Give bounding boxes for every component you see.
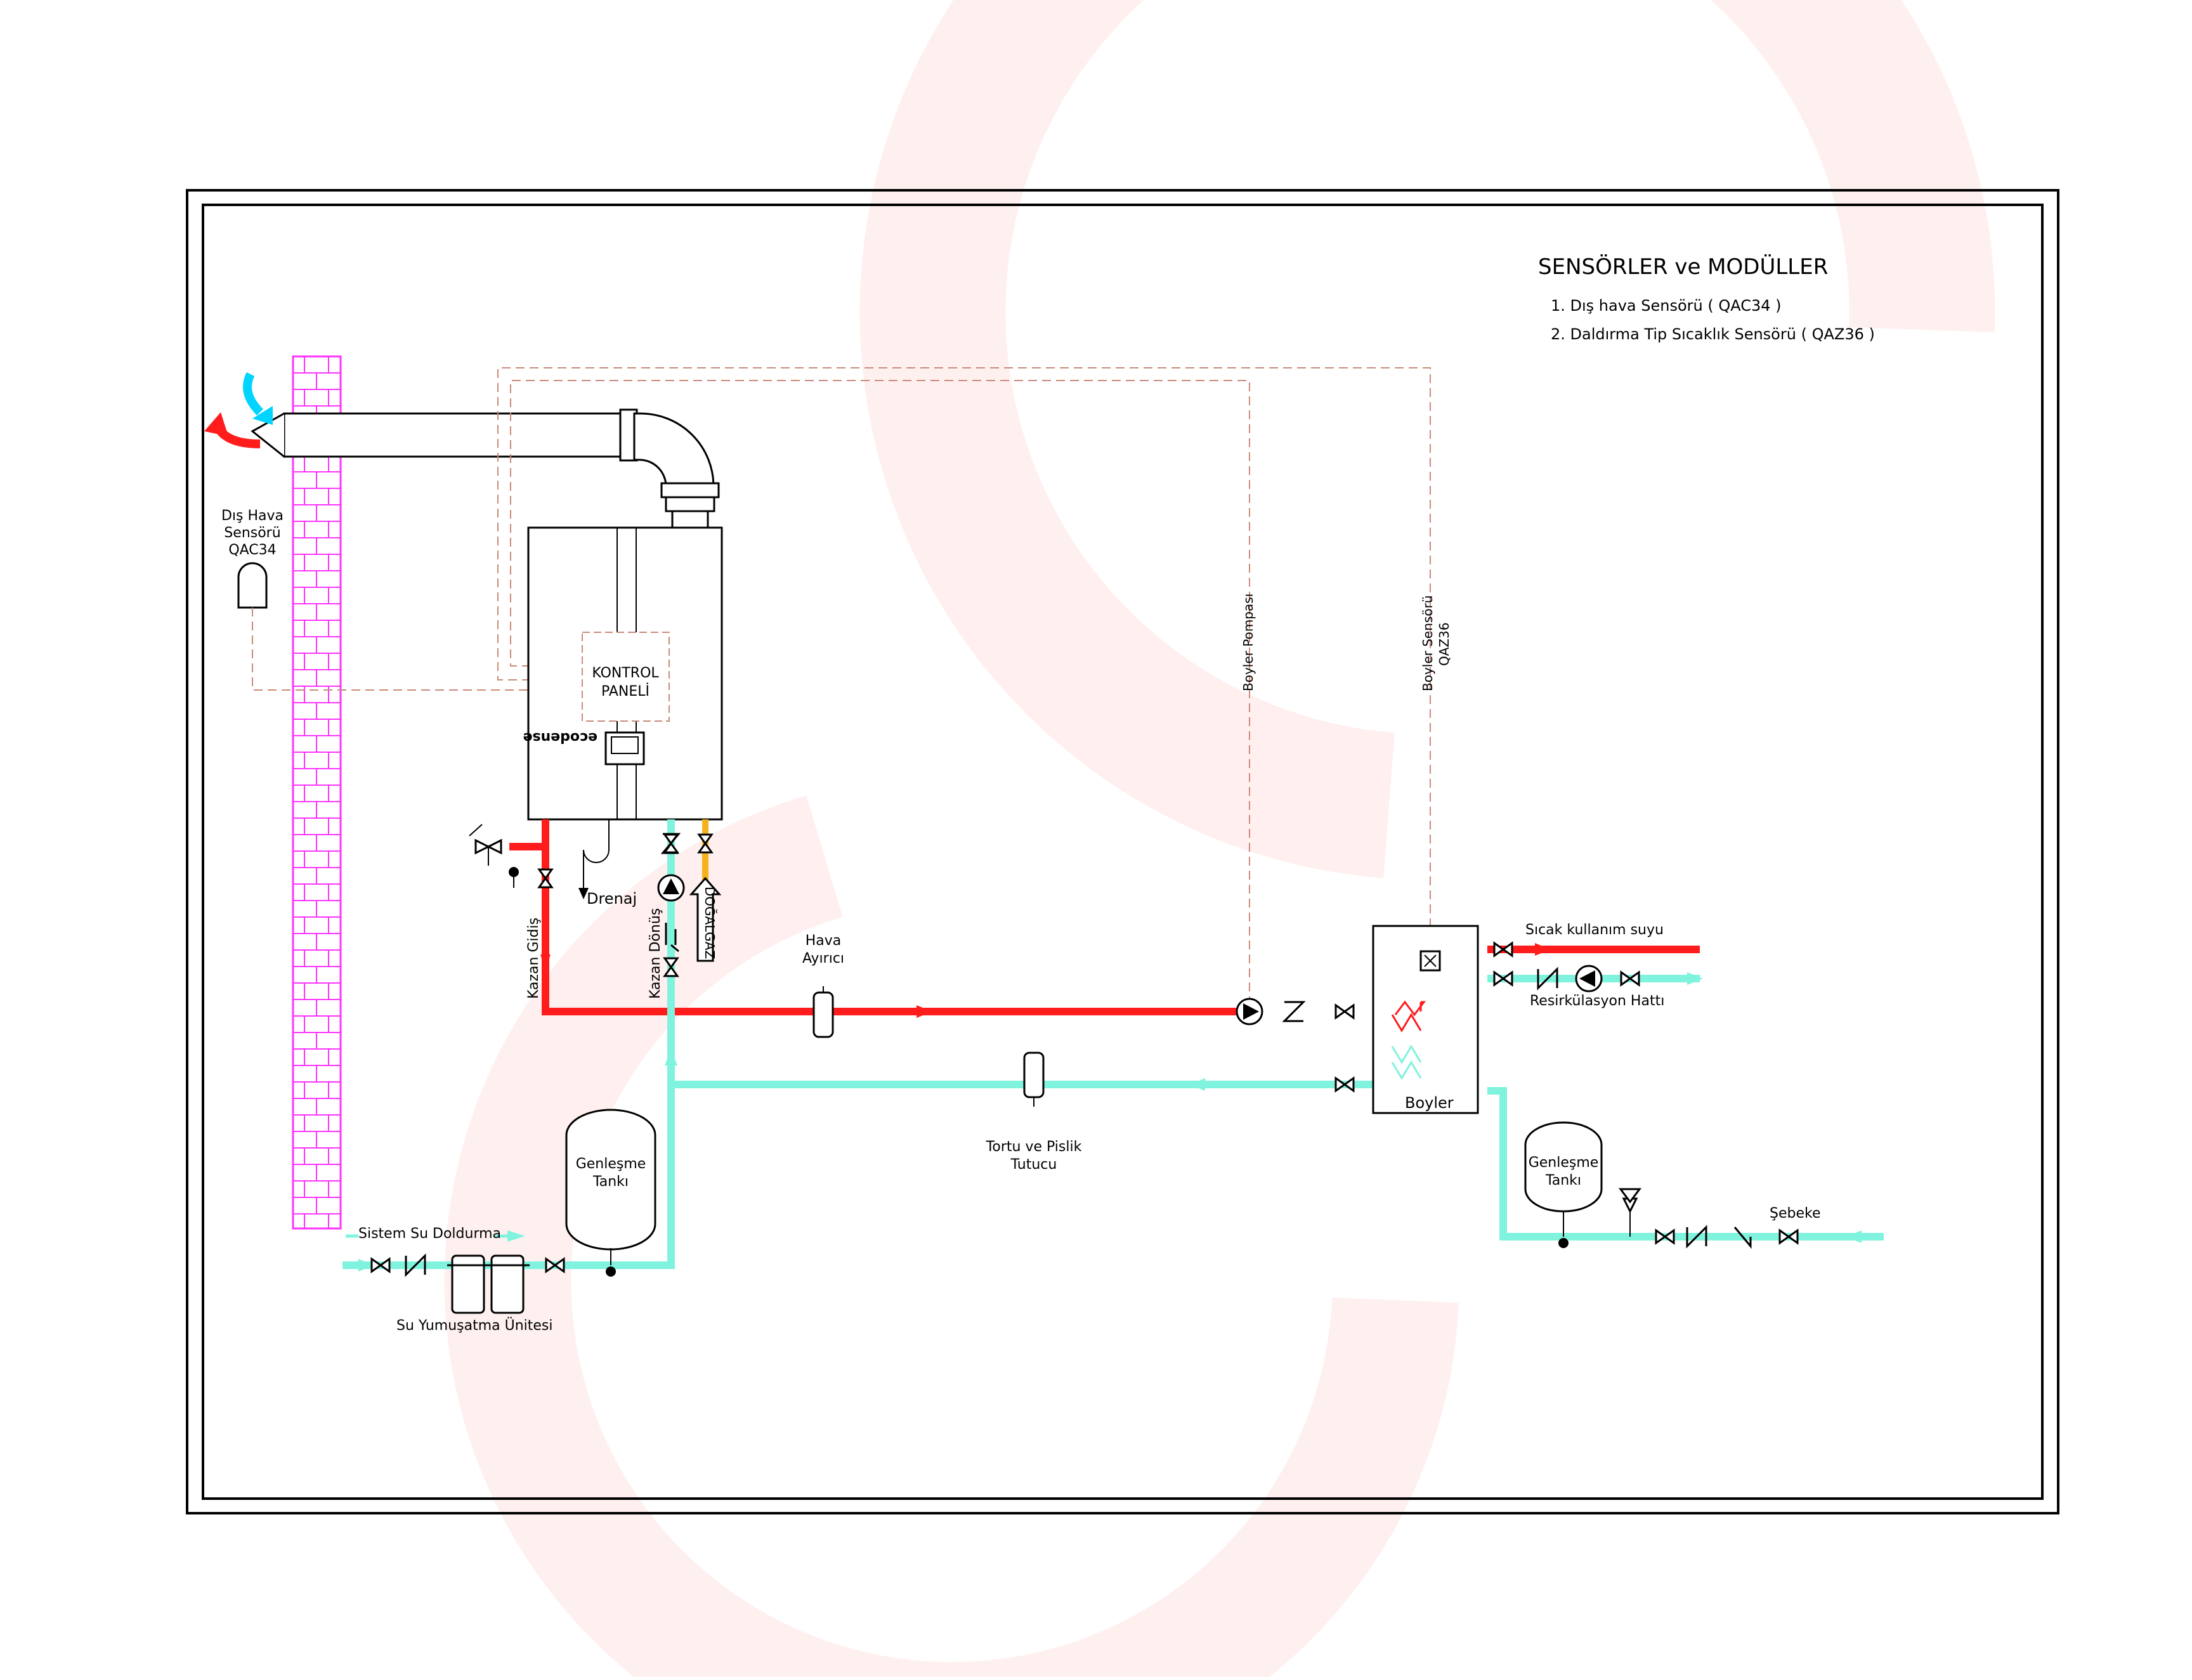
hot-water-label: Sıcak kullanım suyu bbox=[1525, 922, 1664, 938]
hot-water-arrow-icon bbox=[1535, 943, 1551, 956]
drain-cock-icon bbox=[509, 867, 519, 888]
flow-direction-arrow-icon bbox=[540, 954, 551, 970]
calorifier-label: Boyler bbox=[1405, 1094, 1454, 1112]
inner-frame bbox=[202, 204, 2044, 1500]
legend-title: SENSÖRLER ve MODÜLLER bbox=[1538, 254, 1828, 280]
fill-check-valve-icon bbox=[405, 1253, 426, 1277]
ball-valve-icon bbox=[1334, 1003, 1355, 1020]
boiler-check-valve-icon bbox=[1282, 1001, 1306, 1022]
ball-valve-icon bbox=[1493, 970, 1513, 987]
control-panel-label-2: PANELİ bbox=[601, 683, 649, 700]
gas-label: DOĞALGAZ bbox=[702, 887, 717, 959]
softener-label: Su Yumuşatma Ünitesi bbox=[396, 1317, 553, 1334]
air-intake-arrowhead-icon bbox=[252, 406, 273, 425]
ball-valve-icon bbox=[697, 833, 714, 854]
expansion-tank-1-label-2: Tankı bbox=[592, 1174, 629, 1190]
check-valve-icon bbox=[660, 833, 681, 854]
drain-trap-icon bbox=[583, 819, 610, 888]
recirculation-label: Resirkülasyon Hattı bbox=[1530, 993, 1664, 1009]
fill-arrow-icon bbox=[358, 1259, 374, 1272]
fill-arrow-icon-2 bbox=[507, 1230, 525, 1242]
boiler-pump-icon bbox=[1236, 998, 1263, 1026]
recirc-arrow-icon bbox=[1687, 972, 1703, 985]
mains-check-valve-icon bbox=[1686, 1225, 1707, 1249]
flue-pipe bbox=[251, 408, 720, 530]
dirt-separator-label-1: Tortu ve Pislik bbox=[986, 1139, 1082, 1155]
ball-valve-icon bbox=[1493, 941, 1513, 958]
control-panel-label-1: KONTROL bbox=[592, 665, 659, 681]
air-intake-arrow-icon bbox=[243, 372, 264, 415]
mains-strainer-icon bbox=[1733, 1227, 1752, 1249]
mains-safety-valve-icon bbox=[1619, 1188, 1641, 1237]
return-label: Kazan Dönüş bbox=[648, 908, 663, 999]
expansion-tank-2-icon bbox=[1524, 1121, 1603, 1248]
boiler-brand-logo: ecodense bbox=[523, 729, 597, 745]
air-separator-label-1: Hava bbox=[806, 933, 842, 949]
ball-valve-icon bbox=[1334, 1076, 1355, 1093]
drain-arrow-icon bbox=[578, 888, 589, 899]
safety-valve-icon bbox=[469, 824, 502, 866]
system-fill-label: Sistem Su Doldurma bbox=[358, 1226, 501, 1242]
air-separator-icon bbox=[812, 986, 834, 1038]
ball-valve-icon bbox=[663, 957, 679, 977]
flow-direction-arrow-icon-2 bbox=[917, 1005, 932, 1018]
watermark bbox=[444, 0, 1995, 1680]
gas-supply-arrow-icon bbox=[689, 876, 722, 962]
mains-label: Şebeke bbox=[1770, 1206, 1821, 1221]
legend-item-2: 2. Daldırma Tip Sıcaklık Sensörü ( QAZ36… bbox=[1551, 325, 1875, 343]
ball-valve-icon bbox=[370, 1257, 391, 1273]
ball-valve-icon bbox=[1620, 970, 1640, 987]
outer-frame bbox=[186, 189, 2059, 1514]
boiler-unit bbox=[527, 526, 723, 821]
outdoor-sensor-label-2: Sensörü bbox=[224, 525, 280, 541]
recirculation-pump-icon bbox=[1575, 965, 1603, 993]
legend-item-1: 1. Dış hava Sensörü ( QAC34 ) bbox=[1551, 297, 1782, 315]
return-arrow-icon bbox=[665, 1050, 677, 1065]
expansion-tank-2-label-1: Genleşme bbox=[1529, 1155, 1599, 1171]
outdoor-sensor-icon bbox=[237, 562, 268, 609]
exhaust-arrowhead-icon bbox=[204, 412, 228, 436]
ball-valve-icon bbox=[537, 868, 554, 889]
drain-label: Drenaj bbox=[587, 890, 637, 908]
recirc-check-valve-icon bbox=[1537, 967, 1558, 991]
boiler-sensor-icon bbox=[1419, 950, 1441, 972]
mains-arrow-icon bbox=[1846, 1230, 1862, 1243]
outdoor-sensor-label-3: QAC34 bbox=[228, 542, 276, 558]
ball-valve-icon bbox=[1778, 1228, 1799, 1245]
softener-unit-icon bbox=[447, 1254, 530, 1314]
return-arrow-icon-2 bbox=[1189, 1078, 1205, 1091]
dirt-separator-label-2: Tutucu bbox=[1010, 1157, 1057, 1173]
expansion-tank-1-icon bbox=[565, 1109, 656, 1277]
air-separator-label-2: Ayırıcı bbox=[802, 951, 844, 967]
ball-valve-icon bbox=[1655, 1228, 1675, 1245]
outdoor-sensor-label-1: Dış Hava bbox=[221, 508, 284, 524]
chimney-wall bbox=[292, 355, 342, 1230]
boiler-display-icon bbox=[604, 731, 645, 765]
boiler-pump-label: Boyler Pompası bbox=[1241, 594, 1256, 691]
valve-icons bbox=[370, 833, 1799, 1273]
strainer-icon bbox=[665, 923, 679, 953]
boiler-sensor-label-1: Boyler Sensörü bbox=[1420, 596, 1435, 691]
boiler-return-pump-icon bbox=[657, 874, 685, 902]
flow-label: Kazan Gidiş bbox=[526, 918, 542, 999]
expansion-tank-1-label-1: Genleşme bbox=[576, 1156, 646, 1172]
expansion-tank-2-label-2: Tankı bbox=[1545, 1173, 1581, 1188]
ball-valve-icon bbox=[545, 1257, 565, 1273]
dirt-separator-icon bbox=[1023, 1052, 1045, 1107]
boiler-sensor-label-2: QAZ36 bbox=[1437, 622, 1452, 666]
